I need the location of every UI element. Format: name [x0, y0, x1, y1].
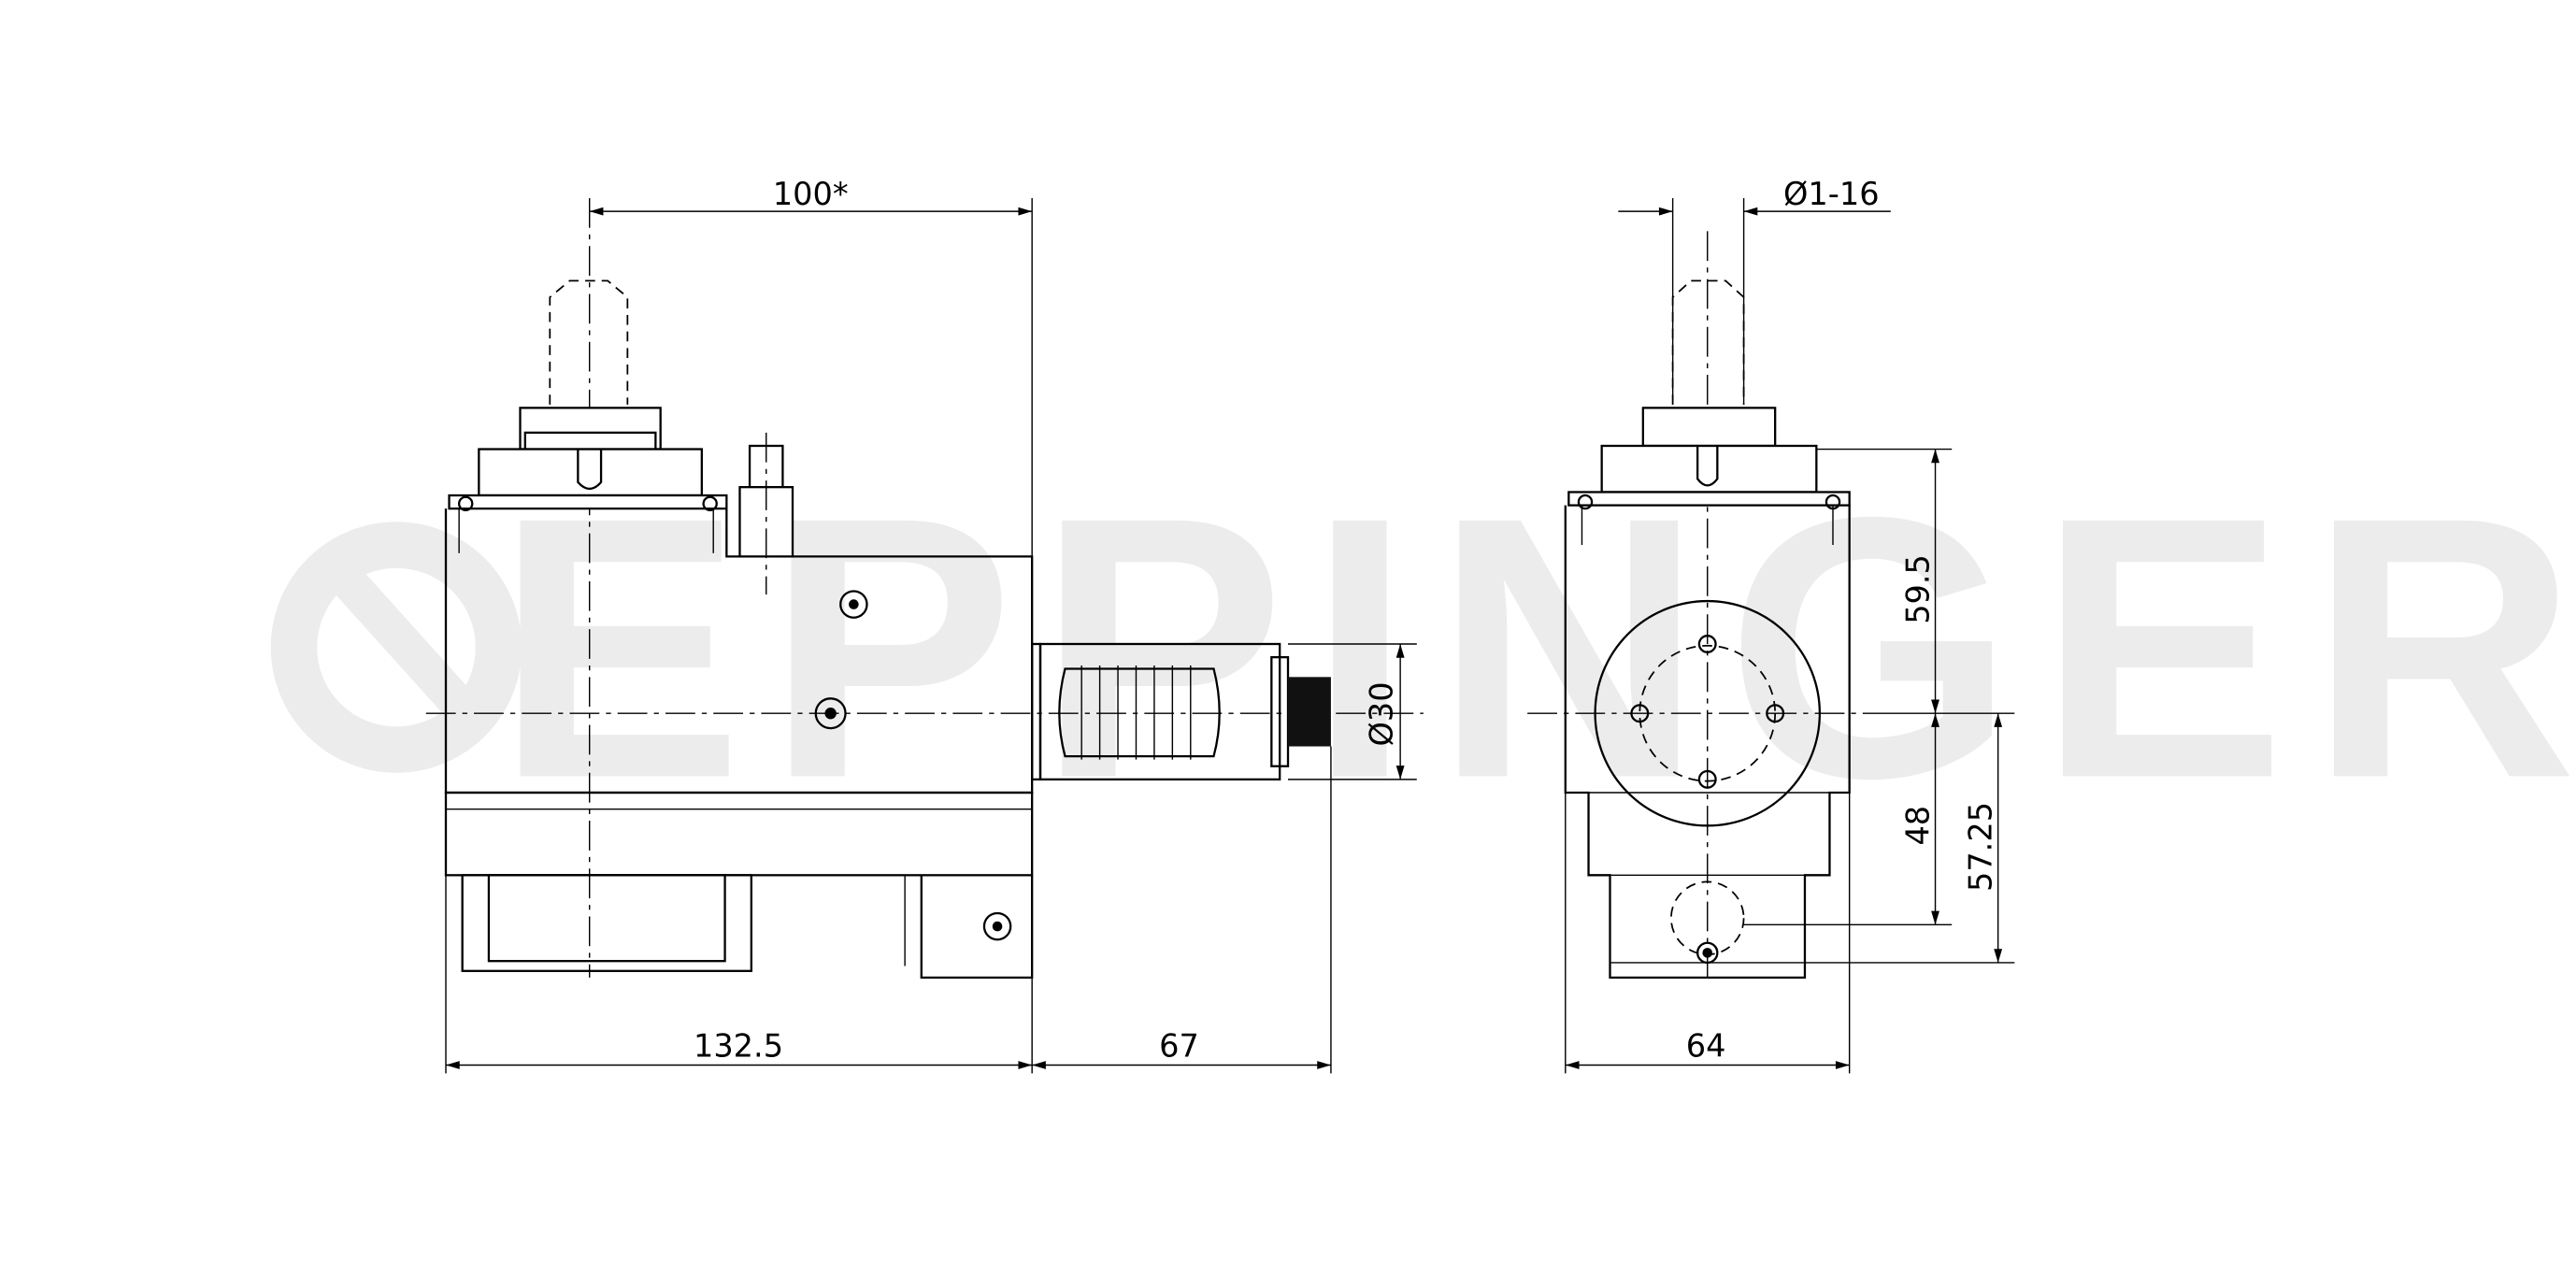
dim-diameter-1-16: Ø1-16: [1783, 176, 1880, 212]
dim-48: 48: [1899, 806, 1936, 846]
dim-diameter-30: Ø30: [1363, 681, 1399, 746]
front-view-dimensions: Ø1-16 59.5 48 57.25 64: [1565, 176, 2015, 1074]
dim-67: 67: [1159, 1028, 1199, 1065]
watermark-logo: EPPINGER: [270, 440, 2576, 855]
side-view: [425, 198, 1424, 980]
dim-57-25: 57.25: [1963, 802, 1999, 892]
dim-64: 64: [1686, 1028, 1726, 1065]
side-view-dimensions: 100* 132.5 67 Ø30: [445, 176, 1417, 1074]
dim-59-5: 59.5: [1899, 554, 1936, 624]
watermark-text: EPPINGER: [495, 440, 2576, 855]
dim-100: 100*: [773, 176, 849, 212]
dim-132-5: 132.5: [694, 1028, 783, 1065]
front-view: [1527, 231, 1882, 980]
